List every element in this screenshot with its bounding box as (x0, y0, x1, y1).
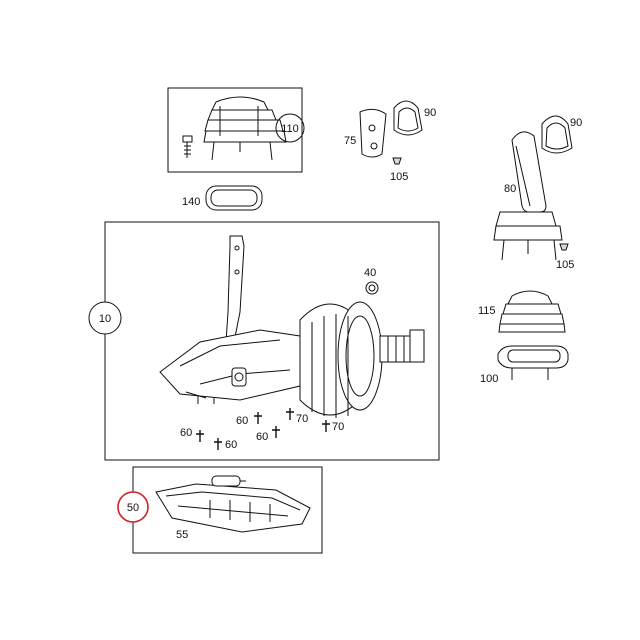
label-80: 80 (504, 183, 516, 195)
cover-assembly-group: 50 55 (117, 466, 323, 554)
label-55: 55 (176, 529, 188, 541)
label-60-d: 60 (256, 431, 268, 443)
boot-assembly-group: 110 (167, 87, 305, 173)
label-100: 100 (480, 373, 498, 385)
label-60-a: 60 (180, 427, 192, 439)
pedal-bracket (159, 329, 321, 404)
callout-10-circle (88, 301, 122, 335)
seal-90-b: 90 (541, 115, 582, 154)
label-60-c: 60 (236, 415, 248, 427)
shift-boot-part (203, 96, 287, 161)
label-115: 115 (478, 305, 496, 317)
callout-10: 10 (99, 313, 111, 325)
main-assembly-group: 10 40 (88, 221, 440, 461)
shift-lever-80: 80 (493, 131, 563, 261)
callout-50: 50 (127, 502, 139, 514)
label-105-a: 105 (390, 171, 408, 183)
cover-part-55 (155, 475, 311, 533)
brake-booster (299, 301, 425, 418)
label-75: 75 (344, 135, 356, 147)
bracket-75: 75 (344, 108, 387, 158)
screw-part (182, 135, 193, 158)
boot-assembly-frame (167, 87, 303, 173)
frame-100: 100 (480, 345, 569, 385)
gasket-140: 140 (182, 185, 263, 211)
boot-115: 115 (478, 290, 566, 333)
callout-110-circle (275, 113, 305, 143)
label-105-b: 105 (556, 259, 574, 271)
clip-105-b: 105 (556, 243, 574, 271)
pedal-lever (225, 235, 245, 343)
label-40: 40 (364, 267, 376, 279)
studs (196, 408, 330, 450)
label-90-a: 90 (424, 107, 436, 119)
callout-50-circle (117, 491, 149, 523)
main-assembly-frame (104, 221, 440, 461)
label-60-b: 60 (225, 439, 237, 451)
grommet-40: 40 (364, 267, 379, 295)
label-90-b: 90 (570, 117, 582, 129)
seal-90-a: 90 (393, 100, 436, 136)
callout-110: 110 (281, 123, 299, 135)
clip-105-a: 105 (390, 157, 408, 183)
label-140: 140 (182, 196, 200, 208)
label-70-b: 70 (332, 421, 344, 433)
label-70-a: 70 (296, 413, 308, 425)
